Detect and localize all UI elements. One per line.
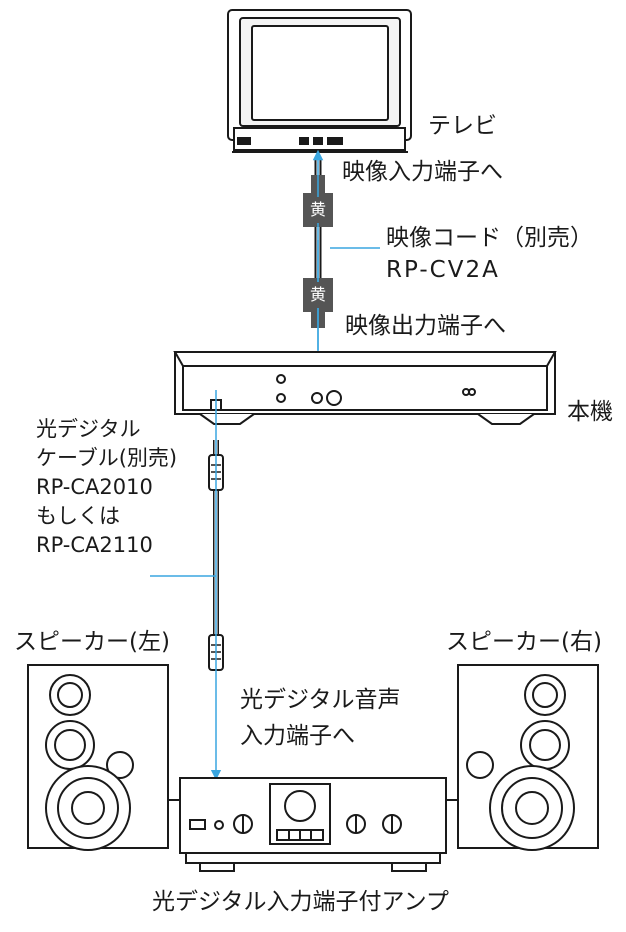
- speaker-right-icon: [446, 664, 599, 851]
- video-input-label: 映像入力端子へ: [342, 159, 503, 185]
- tv-icon: [227, 9, 412, 153]
- tv-label: テレビ: [428, 113, 497, 139]
- main-unit-label: 本機: [567, 399, 613, 425]
- video-cord-label: 映像コード（別売）: [386, 225, 593, 251]
- optical-cable-line-2: ケーブル(別売): [36, 446, 178, 470]
- optical-input-label-1: 光デジタル音声: [240, 687, 401, 713]
- optical-cable-label: 光デジタル ケーブル(別売) RP-CA2010 もしくは RP-CA2110: [36, 415, 177, 560]
- video-cord-model-label: RP-CV2A: [386, 257, 500, 283]
- optical-input-label-2: 入力端子へ: [240, 723, 355, 749]
- speaker-right-label: スピーカー(右): [446, 629, 602, 655]
- speaker-left-label: スピーカー(左): [14, 629, 170, 655]
- amplifier-icon: [179, 777, 447, 872]
- video-output-label: 映像出力端子へ: [345, 313, 506, 339]
- optical-cable-line-3: RP-CA2010: [36, 475, 153, 499]
- plug-color-tag-top: 黄: [305, 197, 331, 223]
- optical-cable-line-5: RP-CA2110: [36, 533, 153, 557]
- speaker-left-icon: [27, 664, 180, 851]
- optical-cable-line-1: 光デジタル: [36, 417, 141, 441]
- amplifier-label: 光デジタル入力端子付アンプ: [152, 889, 449, 915]
- plug-color-tag-bottom: 黄: [305, 282, 331, 308]
- optical-cable-line-4: もしくは: [36, 504, 120, 528]
- optical-cable: [150, 390, 224, 781]
- main-unit-icon: [173, 351, 557, 425]
